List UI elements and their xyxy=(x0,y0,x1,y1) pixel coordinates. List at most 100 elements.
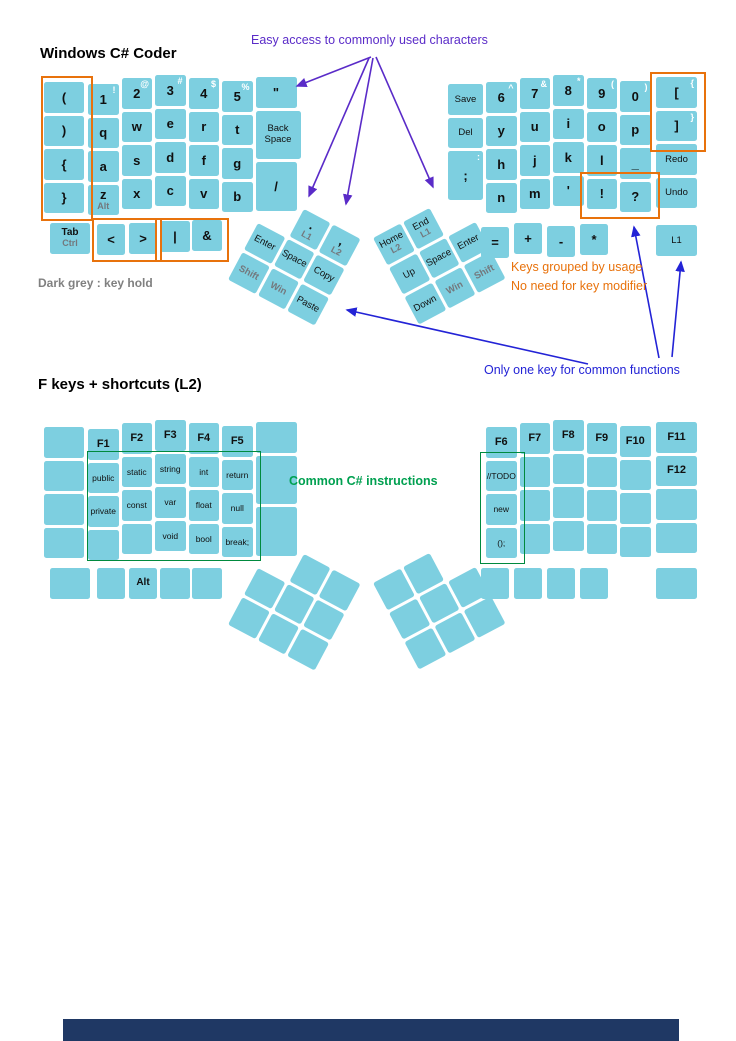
key-j: j xyxy=(519,145,550,176)
key-blank: | xyxy=(160,221,190,252)
key-blank: + xyxy=(514,223,542,254)
key-blank xyxy=(160,568,190,599)
key-label: Win xyxy=(268,279,289,298)
key-void: void xyxy=(155,520,186,551)
key-label: w xyxy=(131,119,142,135)
key-label: s xyxy=(133,152,141,168)
key-label: n xyxy=(497,190,506,206)
key-label: //TODO xyxy=(486,470,516,481)
arrow-to-comma-key xyxy=(343,57,374,206)
key-f9: F9 xyxy=(586,423,617,454)
key-del: Del xyxy=(448,117,483,148)
key-label: 4 xyxy=(200,85,208,101)
key-label: F4 xyxy=(197,431,211,444)
key-label: & xyxy=(202,227,212,243)
key-label: Win xyxy=(444,278,465,297)
key-label: Back Space xyxy=(264,123,292,145)
key-undo: Undo xyxy=(656,177,697,208)
key-label: 9 xyxy=(598,85,606,101)
key-label: - xyxy=(558,233,564,249)
key-f1: F1 xyxy=(88,429,119,460)
key-blank: ) xyxy=(44,115,84,146)
key-label: Down xyxy=(411,292,439,314)
key-label: d xyxy=(166,149,175,165)
key-blank xyxy=(44,460,84,491)
key-label: p xyxy=(631,122,640,138)
key-label: 7 xyxy=(531,85,539,101)
shift-char: & xyxy=(540,79,548,89)
key-5: %5 xyxy=(222,81,253,112)
key-w: w xyxy=(121,111,152,142)
key-label: ? xyxy=(631,189,640,205)
key-label: a xyxy=(99,158,107,174)
key-label: ! xyxy=(599,186,604,202)
key-label: 0 xyxy=(631,88,639,104)
key-v: v xyxy=(188,178,219,209)
key-f10: F10 xyxy=(620,426,651,457)
arrow-to-l1-key xyxy=(671,260,685,358)
key-label: int xyxy=(199,466,209,477)
key-blank: ? xyxy=(620,181,651,212)
key-blank: (); xyxy=(486,527,517,558)
key-label: var xyxy=(164,497,177,507)
key-label: r xyxy=(201,119,207,135)
key-null: null xyxy=(222,493,253,524)
key-label: g xyxy=(233,155,242,171)
key-const: const xyxy=(121,490,152,521)
key-label: Undo xyxy=(665,187,688,198)
key-label: F11 xyxy=(667,430,686,443)
key-label: F8 xyxy=(561,428,575,441)
key-label: = xyxy=(491,234,499,250)
key-var: var xyxy=(155,487,186,518)
key-label: ) xyxy=(61,123,67,139)
key-string: string xyxy=(155,453,186,484)
key-label: F2 xyxy=(130,431,144,444)
key-7: &7 xyxy=(519,78,550,109)
key-f11: F11 xyxy=(656,422,697,453)
key-label: e xyxy=(166,116,174,132)
hold-label: L2 xyxy=(329,243,344,258)
key-blank: :; xyxy=(448,151,483,200)
key-f7: F7 xyxy=(519,423,550,454)
key-label: Enter xyxy=(252,232,278,254)
key-p: p xyxy=(620,114,651,145)
key-label: const xyxy=(126,500,147,510)
key-label: t xyxy=(235,122,240,138)
key-blank xyxy=(586,523,617,554)
key-label: } xyxy=(61,190,67,206)
key-static: static xyxy=(121,456,152,487)
key-blank: ' xyxy=(553,175,584,206)
key-label: Save xyxy=(454,93,477,105)
shift-char: * xyxy=(576,76,581,86)
key-label: bool xyxy=(195,533,212,544)
key-blank xyxy=(620,493,651,524)
arrow-to-quote-key xyxy=(295,56,372,87)
key-label: F10 xyxy=(625,434,645,447)
key-blank xyxy=(620,526,651,557)
key-label: 2 xyxy=(133,85,141,101)
key-label: F9 xyxy=(595,431,609,444)
key-u: u xyxy=(519,111,550,142)
annotation-grouped-usage: Keys grouped by usage xyxy=(511,260,643,274)
key-blank xyxy=(553,453,584,484)
key-blank xyxy=(586,490,617,521)
key-blank xyxy=(620,459,651,490)
key-label: , xyxy=(336,233,347,249)
key-blank: / xyxy=(255,162,297,211)
key-label: h xyxy=(497,156,506,172)
key-blank: ( xyxy=(44,82,84,113)
highlight-box-punctuation-keys xyxy=(580,172,660,219)
key-label: m xyxy=(528,186,541,202)
key-q: q xyxy=(88,117,119,148)
key-label: Space xyxy=(279,247,309,270)
shift-char: ! xyxy=(112,85,116,95)
key-label: ; xyxy=(463,167,468,183)
key-label: > xyxy=(139,230,147,246)
key-label: void xyxy=(162,530,179,541)
key-label: F12 xyxy=(667,464,686,477)
key-y: y xyxy=(486,115,517,146)
highlight-box-pipe-amp-keys xyxy=(155,218,229,262)
key-bool: bool xyxy=(188,523,219,554)
key-blank xyxy=(44,494,84,525)
